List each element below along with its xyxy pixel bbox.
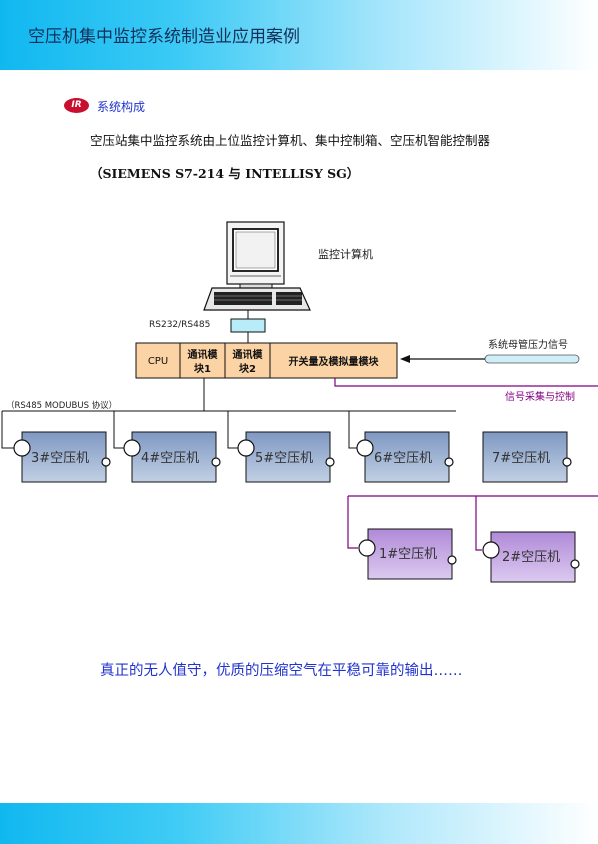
computer-icon — [203, 221, 311, 311]
io-module-box — [269, 342, 398, 379]
compressor-unit-5: 5#空压机 — [227, 411, 335, 483]
protocol-label: （RS485 MODUBUS 协议） — [6, 400, 117, 411]
compressor-unit-1: 1#空压机 — [358, 528, 457, 580]
signal-label: 信号采集与控制 — [505, 390, 575, 403]
section-title: 系统构成 — [97, 100, 146, 114]
header-banner: 空压机集中监控系统制造业应用案例 — [0, 0, 598, 70]
ir-logo: IR — [64, 98, 89, 113]
comm-module-2-label-a: 通讯模 — [233, 348, 264, 361]
pressure-label: 系统母管压力信号 — [488, 338, 568, 351]
compressor-unit-4: 4#空压机 — [113, 411, 221, 483]
comm-module-1-label-a: 通讯模 — [188, 348, 219, 361]
compressor-unit-2: 2#空压机 — [482, 531, 580, 583]
arrow-icon — [400, 355, 410, 363]
compressor-label: 3#空压机 — [31, 451, 89, 466]
rs232-interface-box — [230, 318, 266, 333]
page-title: 空压机集中监控系统制造业应用案例 — [28, 27, 300, 47]
compressor-unit-3: 3#空压机 — [1, 411, 111, 483]
comm-module-1 — [179, 342, 226, 379]
footer-tagline: 真正的无人值守，优质的压缩空气在平稳可靠的输出…… — [100, 663, 463, 679]
compressor-unit-7: 7#空压机 — [482, 431, 572, 483]
compressor-label: 2#空压机 — [502, 550, 560, 565]
compressor-label: 1#空压机 — [379, 547, 437, 562]
rs-label: RS232/RS485 — [149, 320, 210, 330]
compressor-label: 7#空压机 — [492, 451, 550, 466]
intro-line-2: （SIEMENS S7-214 与 INTELLISY SG） — [90, 166, 360, 181]
pressure-sensor — [484, 354, 580, 364]
computer-label: 监控计算机 — [318, 247, 373, 261]
comm-module-2-label-b: 块2 — [239, 362, 256, 375]
footer-banner — [0, 803, 598, 844]
compressor-label: 6#空压机 — [374, 451, 432, 466]
intro-line-1: 空压站集中监控系统由上位监控计算机、集中控制箱、空压机智能控制器 — [90, 133, 491, 148]
compressor-label: 4#空压机 — [141, 451, 199, 466]
io-module-label: 开关量及模拟量模块 — [289, 355, 380, 368]
cpu-box — [135, 342, 181, 379]
comm-module-2 — [224, 342, 271, 379]
cpu-label: CPU — [148, 356, 168, 367]
compressor-label: 5#空压机 — [255, 451, 313, 466]
compressor-unit-6: 6#空压机 — [348, 411, 454, 483]
comm-module-1-label-b: 块1 — [194, 362, 211, 375]
